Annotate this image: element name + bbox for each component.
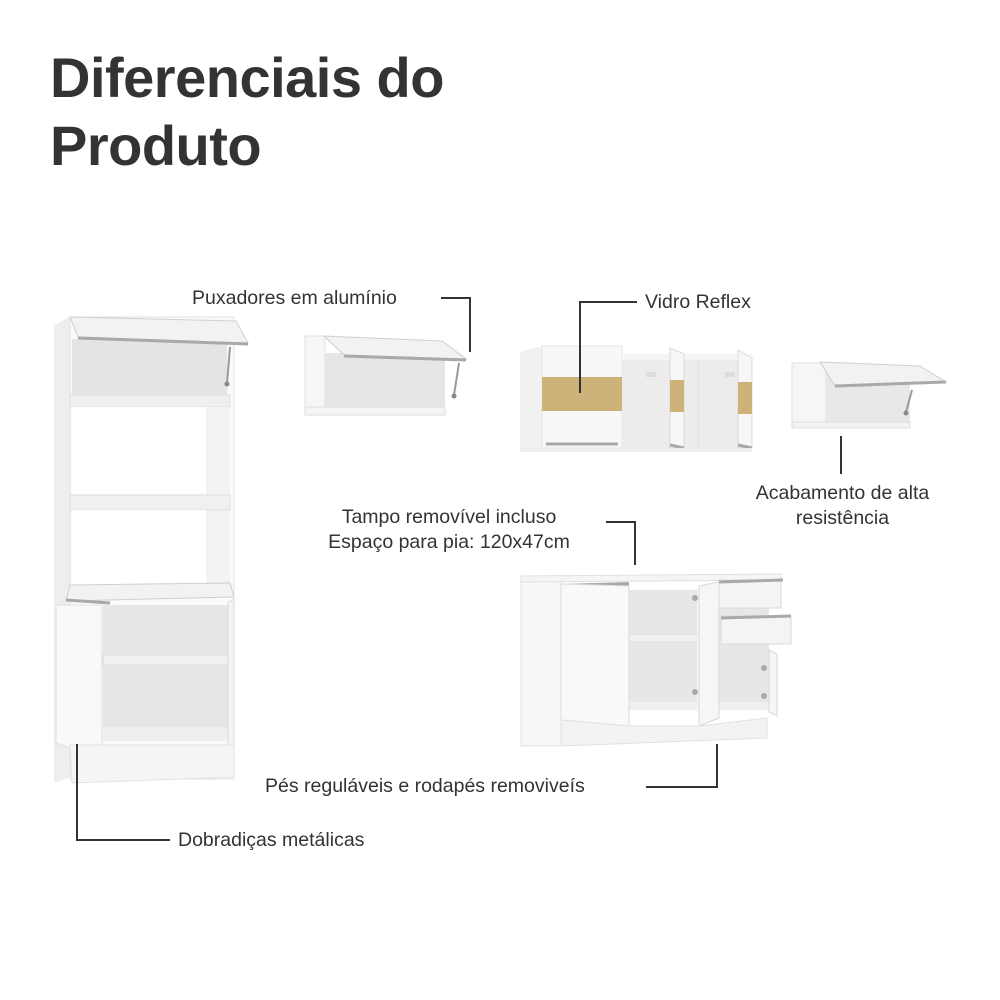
leader-line-reflex-glass-h <box>579 301 637 303</box>
leader-line-hinges-v <box>76 744 78 841</box>
title-line-1: Diferenciais do <box>50 46 444 109</box>
leader-line-reflex-glass-v <box>579 301 581 393</box>
finish-line-2: resistência <box>795 507 890 529</box>
wall-cabinet-small-lift-door-image <box>791 361 948 429</box>
page-title: Diferenciais do Produto <box>50 44 444 180</box>
leader-line-removable-top-h <box>606 521 636 523</box>
wall-cabinet-reflex-glass-image <box>520 345 753 452</box>
finish-line-1: Acabamento de alta <box>755 482 930 504</box>
leader-line-aluminum-handles-v <box>469 297 471 352</box>
feature-label-removable-top: Tampo removível incluso Espaço para pia:… <box>296 505 602 555</box>
base-sink-cabinet-image <box>520 573 792 747</box>
title-line-2: Produto <box>50 114 262 177</box>
feature-label-metal-hinges: Dobradiças metálicas <box>178 829 365 851</box>
leader-line-removable-top-v <box>634 521 636 565</box>
leader-line-aluminum-handles-h <box>441 297 471 299</box>
tall-tower-cabinet-image <box>54 316 249 784</box>
feature-label-high-resistance-finish: Acabamento de alta resistência <box>720 481 965 531</box>
sink-space-line-2: Espaço para pia: 120x47cm <box>328 531 570 553</box>
removable-top-line-1: Tampo removível incluso <box>341 506 557 528</box>
leader-line-feet-v <box>716 744 718 788</box>
leader-line-finish-v <box>840 436 842 474</box>
leader-line-feet-h <box>646 786 718 788</box>
feature-label-aluminum-handles: Puxadores em alumínio <box>192 287 397 309</box>
feature-label-adjustable-feet: Pés reguláveis e rodapés removiveís <box>265 775 585 797</box>
wall-cabinet-lift-door-image <box>304 335 468 416</box>
leader-line-hinges-h <box>76 839 170 841</box>
feature-label-reflex-glass: Vidro Reflex <box>645 291 751 313</box>
